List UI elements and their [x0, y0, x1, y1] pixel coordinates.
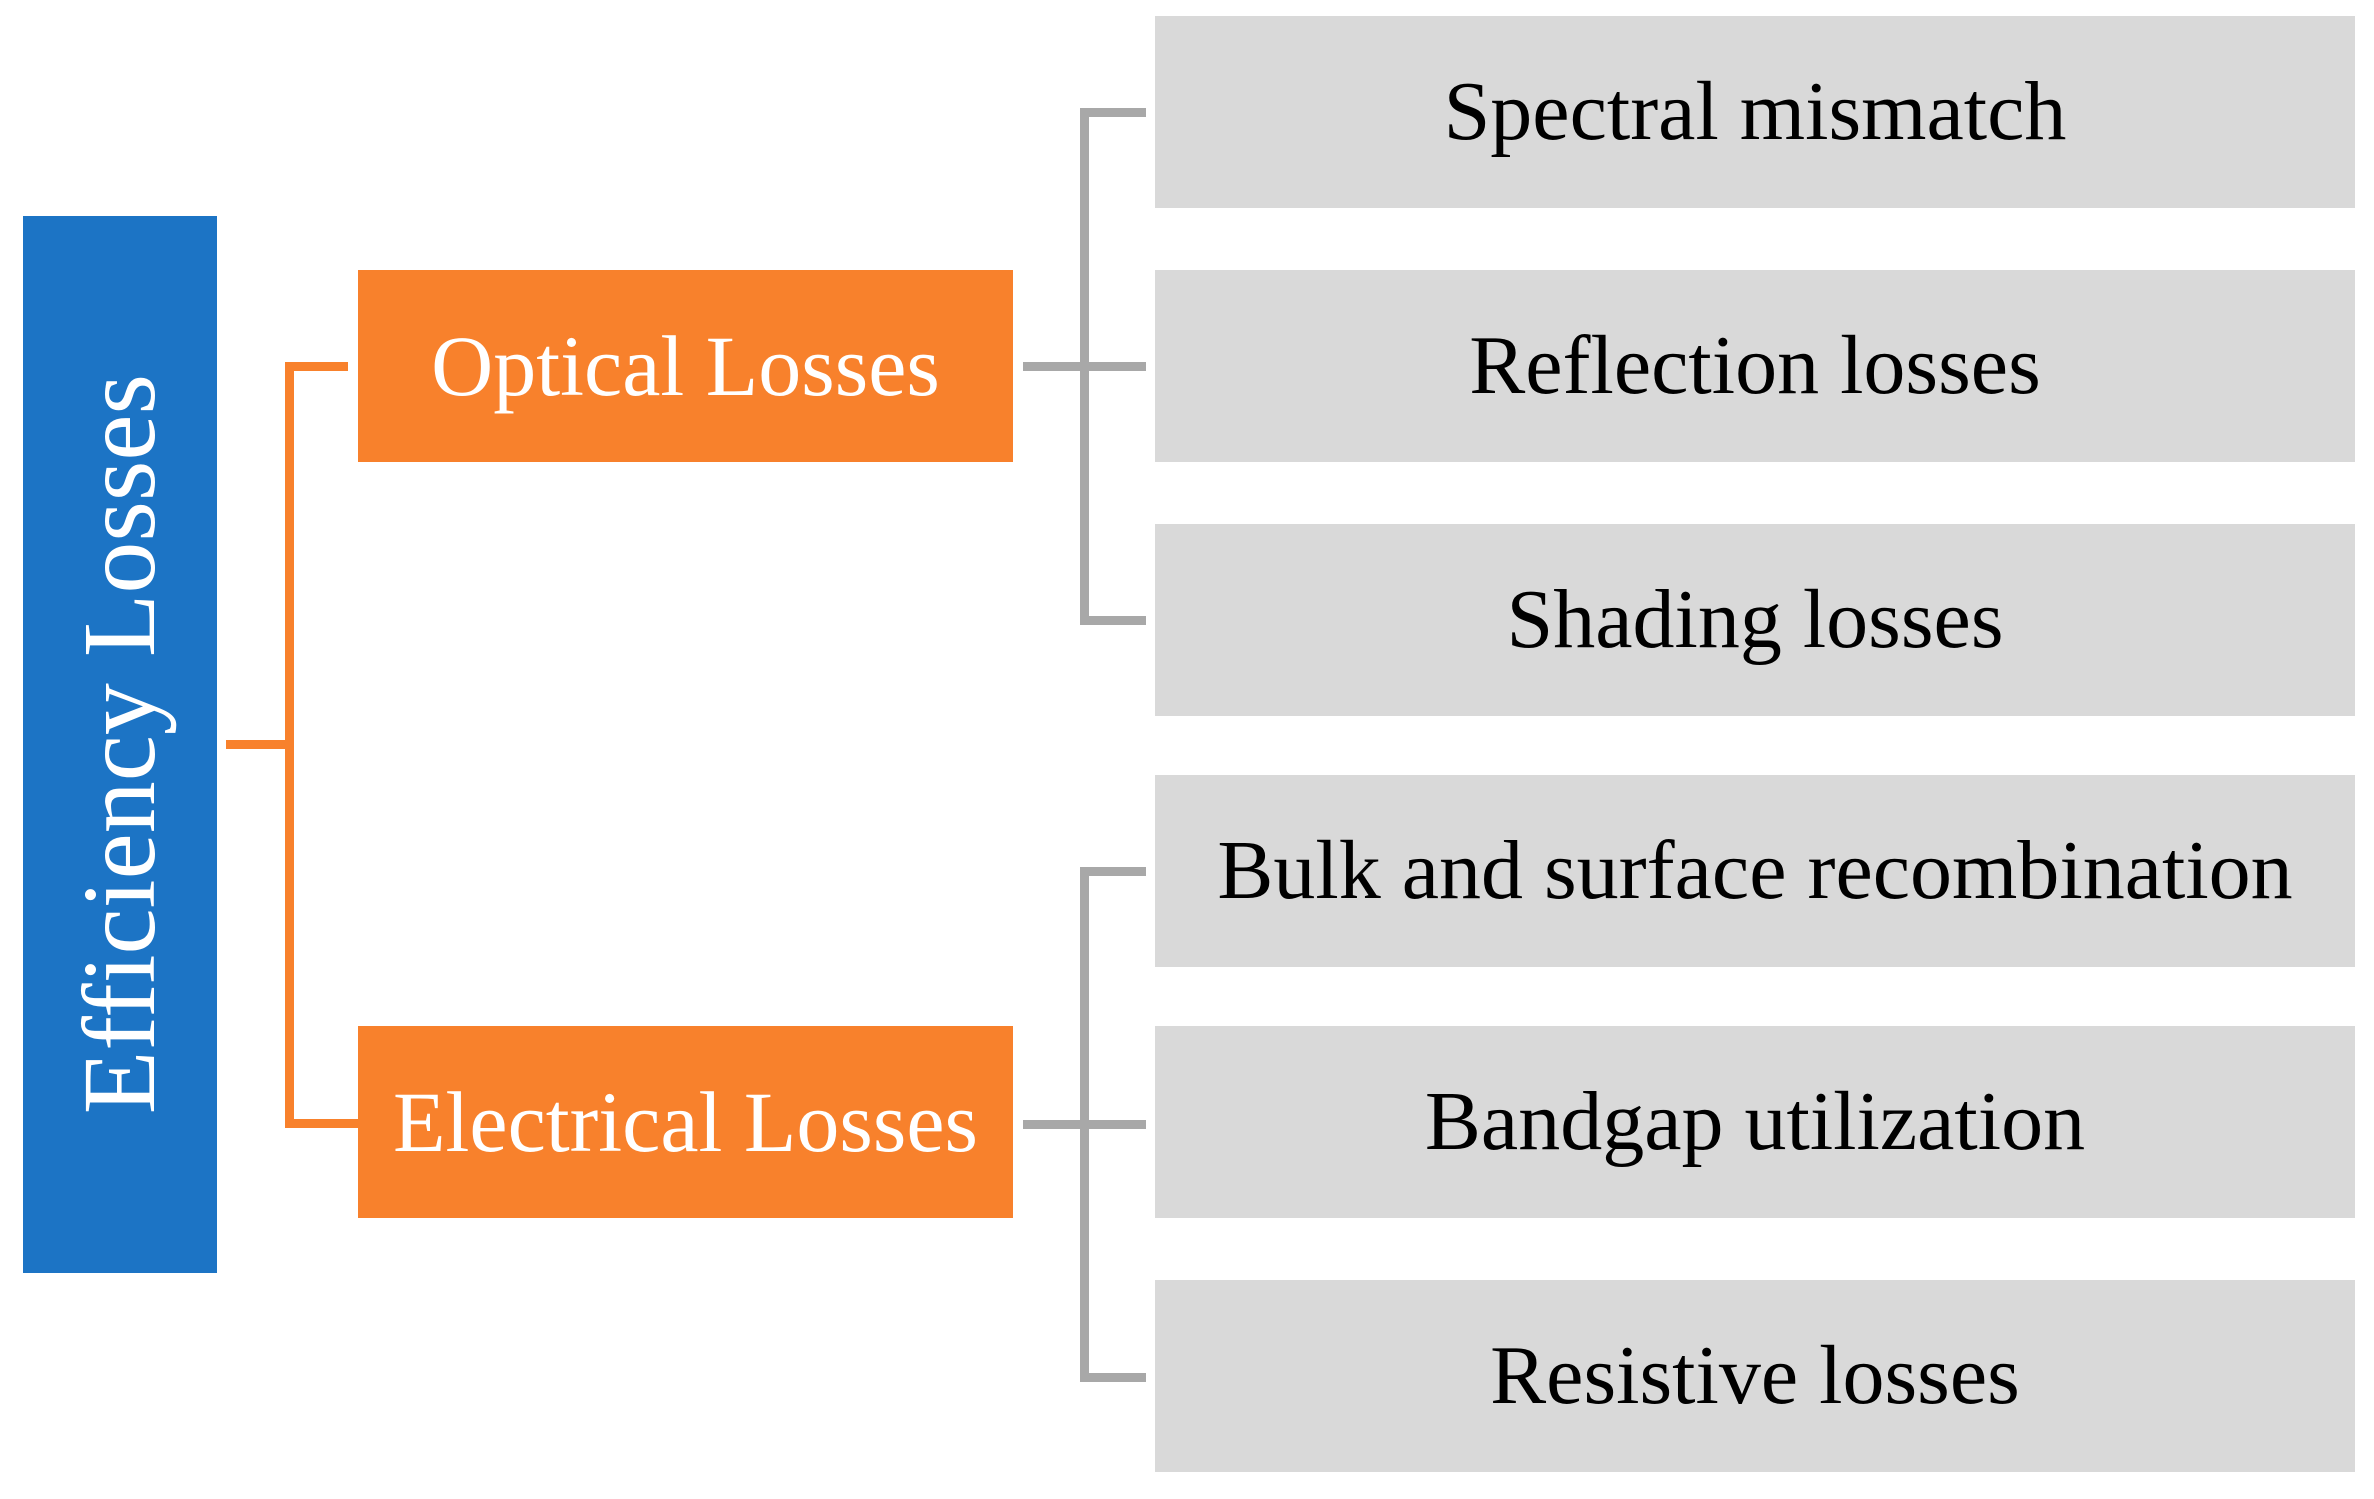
leaf-node-bandgap-utilization: Bandgap utilization: [1155, 1026, 2355, 1218]
leaf-node-label: Reflection losses: [1469, 319, 2041, 412]
connector-to-electrical-branch: [285, 1119, 360, 1128]
leaf-node-label: Bulk and surface recombination: [1217, 824, 2293, 917]
connector-optical-trunk: [1080, 108, 1089, 625]
leaf-node-label: Resistive losses: [1490, 1329, 2020, 1422]
branch-node-optical-losses: Optical Losses: [358, 270, 1013, 462]
root-node-efficiency-losses: Efficiency Losses: [23, 216, 217, 1273]
root-node-label: Efficiency Losses: [62, 374, 177, 1115]
leaf-node-reflection-losses: Reflection losses: [1155, 270, 2355, 462]
connector-to-shading-losses: [1080, 616, 1146, 625]
connector-to-bulk-recombination: [1080, 867, 1146, 876]
leaf-node-spectral-mismatch: Spectral mismatch: [1155, 16, 2355, 208]
leaf-node-resistive-losses: Resistive losses: [1155, 1280, 2355, 1472]
leaf-node-bulk-surface-recombination: Bulk and surface recombination: [1155, 775, 2355, 967]
connector-to-resistive-losses: [1080, 1373, 1146, 1382]
leaf-node-label: Shading losses: [1506, 573, 2004, 666]
connector-to-spectral-mismatch: [1080, 108, 1146, 117]
leaf-node-shading-losses: Shading losses: [1155, 524, 2355, 716]
leaf-node-label: Spectral mismatch: [1443, 65, 2067, 158]
connector-branch-trunk: [285, 362, 294, 1128]
connector-root-stub: [226, 740, 285, 749]
branch-node-label: Optical Losses: [431, 318, 940, 414]
leaf-node-label: Bandgap utilization: [1424, 1075, 2086, 1168]
connector-electrical-trunk: [1080, 867, 1089, 1382]
branch-node-label: Electrical Losses: [392, 1074, 979, 1170]
connector-to-optical-branch: [285, 362, 348, 371]
branch-node-electrical-losses: Electrical Losses: [358, 1026, 1013, 1218]
